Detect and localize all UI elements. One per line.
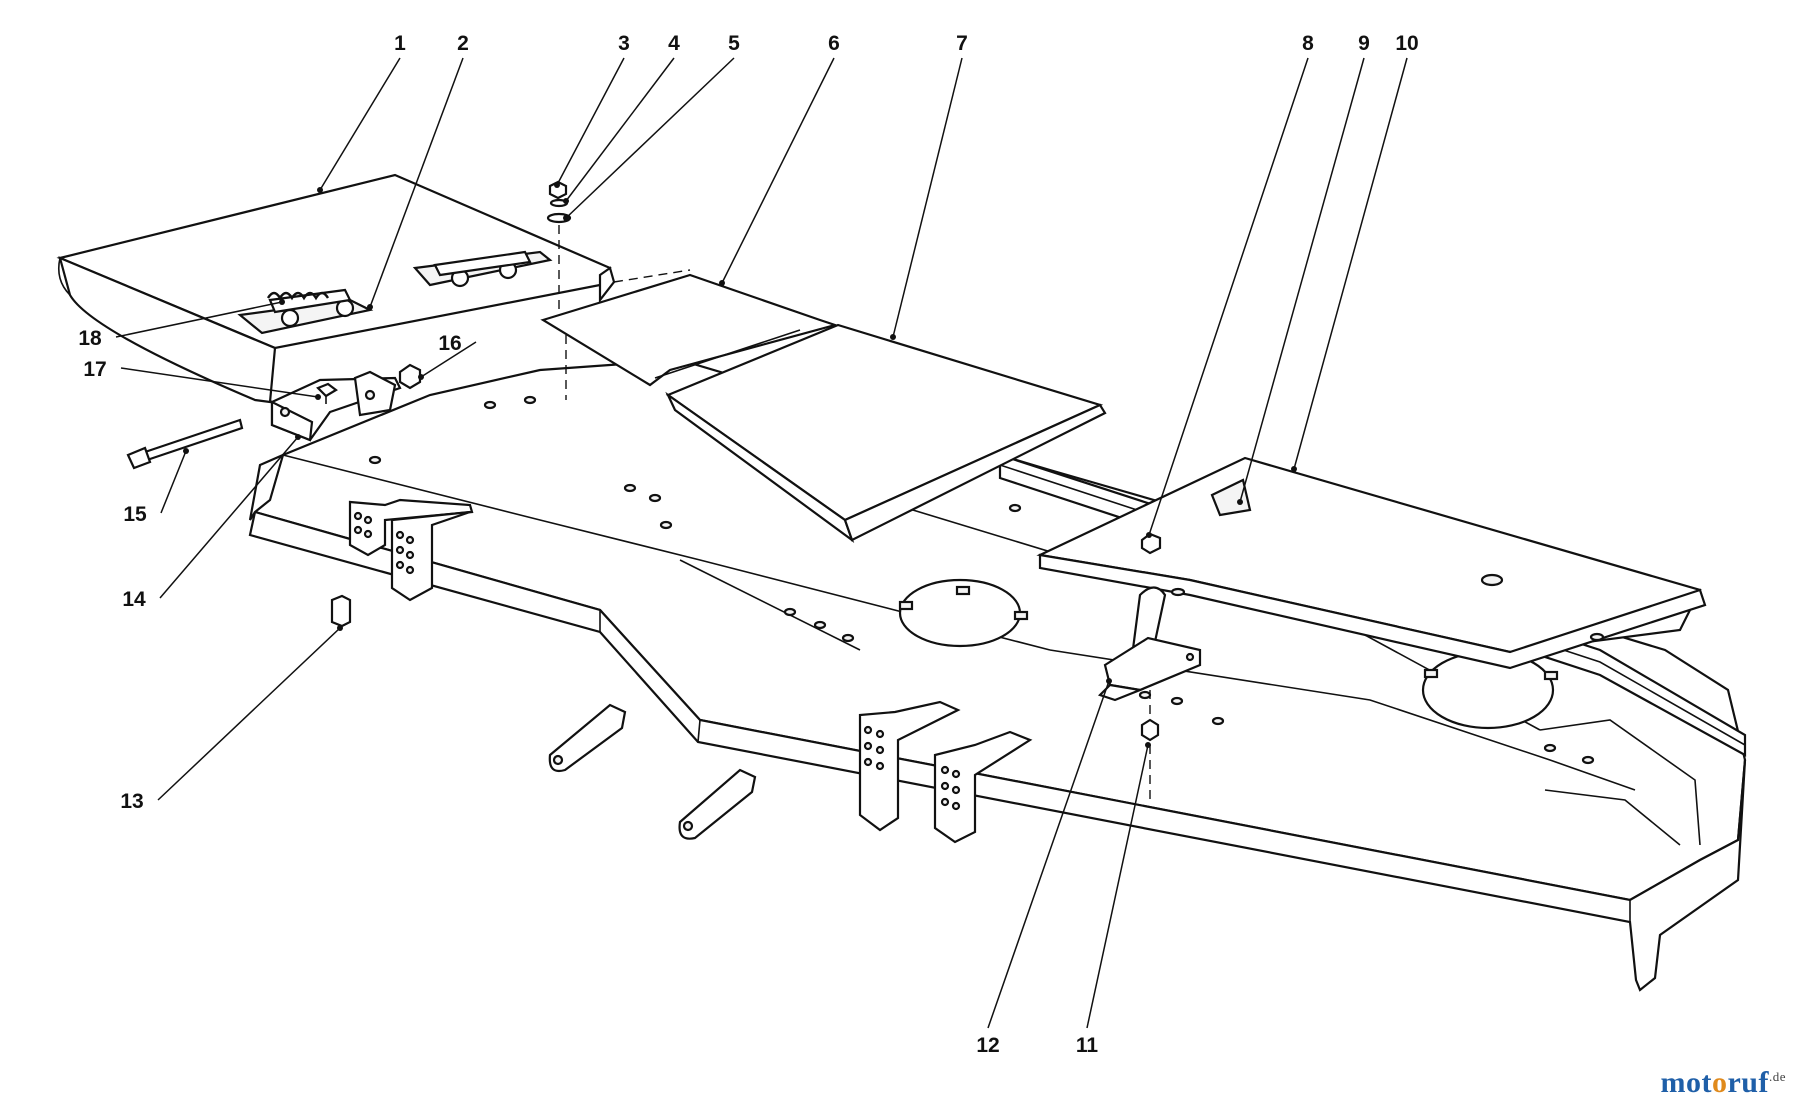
callout-16: 16 [438, 332, 461, 355]
part-17-bolt [316, 382, 338, 404]
callout-leader-4 [565, 57, 675, 202]
callout-4: 4 [668, 32, 680, 55]
part-10-rear-cover [1036, 456, 1707, 670]
callout-leader-8 [1148, 57, 1309, 536]
watermark-logo: motoruf.de [1660, 1066, 1786, 1100]
callout-dot-11 [1145, 742, 1151, 748]
callout-17: 17 [83, 358, 106, 381]
callout-dot-4 [563, 198, 569, 204]
callout-3: 3 [618, 32, 630, 55]
callout-leader-14 [159, 436, 299, 599]
part-6-plate [540, 273, 839, 387]
part-1-deflector [56, 173, 616, 404]
part-15-bolt [126, 418, 244, 470]
callout-dot-6 [719, 280, 725, 286]
callout-leader-13 [157, 627, 341, 801]
callout-dot-13 [337, 625, 343, 631]
callout-dot-10 [1291, 466, 1297, 472]
callout-dot-15 [183, 448, 189, 454]
callout-leader-5 [565, 57, 735, 219]
callout-leader-15 [160, 450, 187, 514]
callout-leader-12 [987, 680, 1110, 1029]
callout-10: 10 [1395, 32, 1418, 55]
callout-9: 9 [1358, 32, 1370, 55]
callout-dot-8 [1146, 532, 1152, 538]
part-13-screw [330, 594, 352, 628]
callout-5: 5 [728, 32, 740, 55]
callout-dot-7 [890, 334, 896, 340]
callout-leader-9 [1239, 57, 1365, 503]
watermark-part2: o [1711, 1066, 1728, 1099]
callout-dot-18 [279, 299, 285, 305]
part-14-bracket [270, 370, 402, 442]
part-16-nut [398, 363, 422, 390]
callout-13: 13 [120, 790, 143, 813]
callout-18: 18 [78, 327, 102, 350]
callout-leader-7 [892, 57, 963, 338]
callout-leader-2 [369, 57, 464, 308]
callout-leader-6 [721, 57, 835, 284]
callout-2: 2 [457, 32, 469, 55]
watermark-tld: .de [1768, 1069, 1786, 1084]
part-7-cover [665, 323, 1107, 543]
callout-leader-10 [1293, 57, 1408, 470]
callout-11: 11 [1076, 1034, 1099, 1057]
callout-14: 14 [122, 588, 146, 611]
height-brackets [348, 498, 1033, 844]
callout-dot-16 [418, 374, 424, 380]
callout-dot-1 [317, 187, 323, 193]
callout-dot-3 [554, 182, 560, 188]
callout-leader-18 [115, 301, 283, 338]
callout-dot-9 [1237, 499, 1243, 505]
callout-15: 15 [123, 503, 147, 526]
callout-7: 7 [956, 32, 968, 55]
watermark-part3: ruf [1727, 1066, 1769, 1099]
callout-8: 8 [1302, 32, 1314, 55]
callout-dot-5 [563, 215, 569, 221]
callout-leader-3 [556, 57, 625, 186]
callout-leader-16 [420, 341, 477, 378]
part-12-latch [1097, 586, 1202, 702]
callout-dot-2 [367, 304, 373, 310]
callout-leader-11 [1086, 744, 1149, 1029]
part-11-screw [1140, 690, 1160, 800]
callout-leader-1 [319, 57, 401, 191]
callout-6: 6 [828, 32, 840, 55]
callout-dot-14 [295, 434, 301, 440]
watermark-part1: mot [1660, 1066, 1712, 1099]
callout-12: 12 [976, 1034, 999, 1057]
callout-1: 1 [394, 32, 406, 55]
callout-dot-17 [315, 394, 321, 400]
callout-leader-17 [120, 367, 319, 398]
callout-dot-12 [1106, 678, 1112, 684]
part-2-hinge [237, 250, 553, 335]
